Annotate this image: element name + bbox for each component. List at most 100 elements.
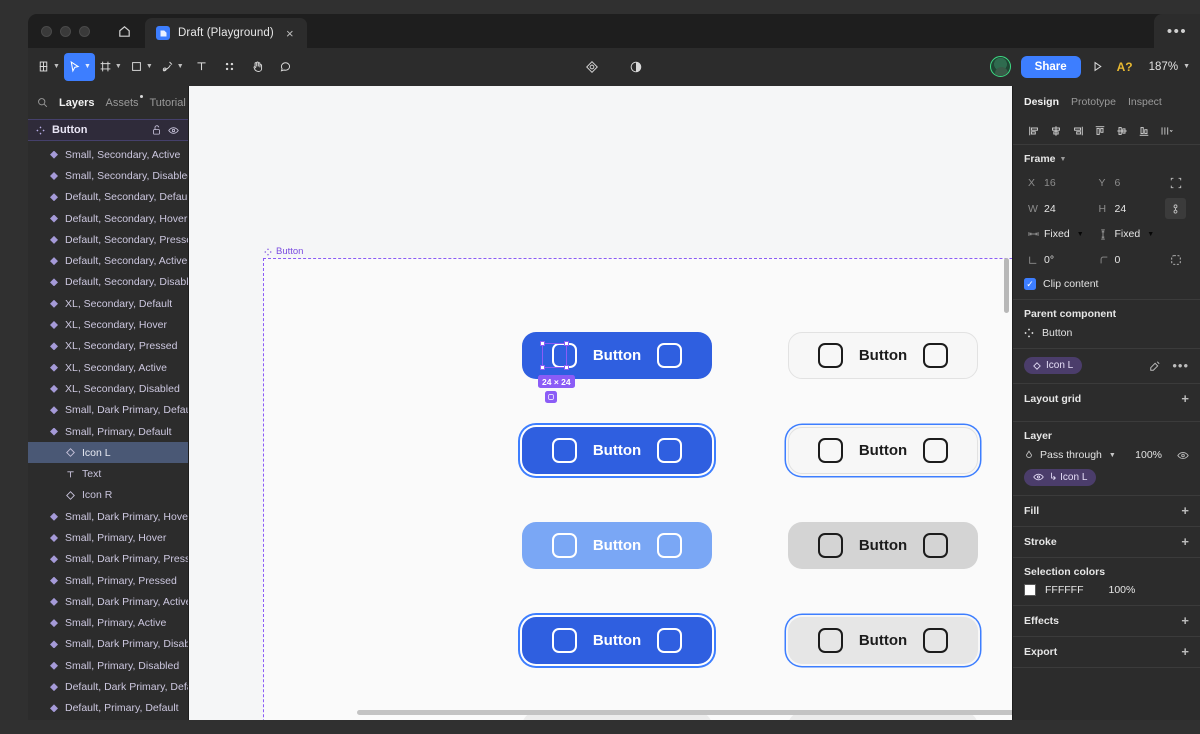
tab-draft-playground[interactable]: Draft (Playground) ×	[145, 18, 307, 48]
canvas-button-variant[interactable]: Button	[788, 617, 978, 664]
vertical-resizing-dropdown[interactable]: Fixed ▼	[1095, 224, 1162, 244]
present-play-icon[interactable]	[1091, 60, 1104, 73]
independent-corners-icon[interactable]	[1165, 249, 1186, 270]
frame-name-label[interactable]: Button	[264, 246, 303, 257]
layer-row[interactable]: Default, Secondary, Active	[28, 250, 188, 271]
layer-row[interactable]: Small, Secondary, Disabled	[28, 165, 188, 186]
close-window-button[interactable]	[41, 25, 52, 37]
add-stroke-button[interactable]: +	[1181, 534, 1189, 549]
actions-icon[interactable]	[578, 53, 606, 81]
layer-row[interactable]: Small, Dark Primary, Active	[28, 591, 188, 612]
layer-row[interactable]: Small, Secondary, Active	[28, 144, 188, 165]
height-field[interactable]: H 24	[1095, 199, 1162, 219]
frame-tool-button[interactable]: ▼	[95, 53, 126, 81]
ai-assistant-button[interactable]: A?	[1116, 59, 1133, 74]
eye-visible-icon[interactable]	[1177, 451, 1189, 460]
resize-handle-se[interactable]	[564, 365, 569, 370]
canvas-button-variant[interactable]: Button	[788, 522, 978, 569]
layer-row[interactable]: Default, Secondary, Hover	[28, 208, 188, 229]
instance-chip[interactable]: Icon L	[1024, 357, 1083, 374]
eye-visible-icon[interactable]	[168, 126, 179, 135]
more-options-icon[interactable]: •••	[1172, 358, 1189, 373]
layer-row[interactable]: Small, Primary, Hover	[28, 527, 188, 548]
canvas-horizontal-scrollbar[interactable]	[357, 710, 1012, 715]
canvas-button-variant[interactable]: Button	[522, 712, 712, 720]
canvas-button-variant[interactable]: Button	[522, 617, 712, 664]
canvas-button-variant[interactable]: Button	[788, 712, 978, 720]
minimize-window-button[interactable]	[60, 25, 71, 37]
resize-handle-nw[interactable]	[540, 341, 545, 346]
tab-assets[interactable]: Assets	[105, 94, 143, 109]
share-button[interactable]: Share	[1020, 55, 1081, 78]
text-tool-button[interactable]	[188, 53, 216, 81]
blend-mode-value[interactable]: Pass through	[1040, 449, 1102, 461]
search-icon[interactable]	[37, 97, 48, 108]
maximize-window-button[interactable]	[79, 25, 90, 37]
layer-row[interactable]: Icon L	[28, 442, 188, 464]
move-tool-button[interactable]: ▼	[63, 52, 95, 81]
close-icon[interactable]: ×	[285, 25, 294, 41]
shape-tool-button[interactable]: ▼	[126, 53, 157, 81]
layer-row[interactable]: Small, Primary, Default	[28, 421, 188, 442]
unlocked-padlock-icon[interactable]	[152, 125, 161, 135]
hand-tool-button[interactable]	[244, 53, 272, 81]
resize-to-fit-icon[interactable]	[1165, 172, 1186, 193]
resize-handle-sw[interactable]	[540, 365, 545, 370]
layer-row[interactable]: Default, Secondary, Disabled	[28, 272, 188, 293]
applied-layer-chip[interactable]: ↳ Icon L	[1024, 468, 1097, 486]
add-layout-grid-button[interactable]: +	[1181, 391, 1189, 406]
tab-prototype[interactable]: Prototype	[1071, 96, 1116, 108]
tab-inspect[interactable]: Inspect	[1127, 96, 1162, 108]
tab-layers[interactable]: Layers	[59, 96, 95, 109]
layer-row[interactable]: XL, Secondary, Hover	[28, 314, 188, 335]
add-export-button[interactable]: +	[1181, 644, 1189, 659]
horizontal-resizing-dropdown[interactable]: Fixed ▼	[1024, 224, 1091, 244]
layer-row[interactable]: Default, Secondary, Pressed	[28, 229, 188, 250]
layer-row[interactable]: Icon R	[28, 485, 188, 506]
add-fill-button[interactable]: +	[1181, 503, 1189, 518]
layer-row[interactable]: Small, Primary, Disabled	[28, 655, 188, 676]
align-horizontal-center-icon[interactable]	[1045, 120, 1067, 142]
canvas-vertical-scrollbar[interactable]	[1004, 258, 1009, 313]
main-menu-button[interactable]: ▼	[33, 53, 64, 81]
zoom-level-dropdown[interactable]: 187% ▼	[1146, 61, 1193, 73]
comment-tool-button[interactable]	[272, 53, 300, 81]
page-row-button[interactable]: Button	[28, 119, 188, 141]
rotation-field[interactable]: 0°	[1024, 250, 1091, 270]
chevron-down-icon[interactable]: ▼	[1108, 451, 1116, 459]
pen-tool-button[interactable]: ▼	[157, 53, 188, 81]
layer-row[interactable]: Small, Dark Primary, Default	[28, 400, 188, 421]
add-effect-button[interactable]: +	[1181, 613, 1189, 628]
distribute-icon[interactable]	[1155, 120, 1177, 142]
home-icon[interactable]	[103, 14, 145, 48]
swap-instance-icon[interactable]	[1149, 359, 1162, 372]
align-right-icon[interactable]	[1067, 120, 1089, 142]
canvas-button-variant[interactable]: Button	[788, 427, 978, 474]
layer-row[interactable]: XL, Secondary, Pressed	[28, 336, 188, 357]
parent-component-row[interactable]: Button	[1024, 327, 1189, 339]
layer-row[interactable]: Default, Primary, Default	[28, 698, 188, 719]
align-vertical-center-icon[interactable]	[1111, 120, 1133, 142]
layer-row[interactable]: Text	[28, 463, 188, 484]
layer-row[interactable]: XL, Secondary, Active	[28, 357, 188, 378]
canvas-button-variant[interactable]: Button	[522, 427, 712, 474]
clip-content-row[interactable]: ✓ Clip content	[1024, 278, 1189, 290]
layer-row[interactable]: Default, Secondary, Default	[28, 187, 188, 208]
dev-mode-icon[interactable]	[622, 53, 650, 81]
layer-row[interactable]: Small, Dark Primary, Hover	[28, 506, 188, 527]
constrain-proportions-icon[interactable]	[1165, 198, 1186, 219]
clip-content-checkbox[interactable]: ✓	[1024, 278, 1036, 290]
layer-row[interactable]: Small, Dark Primary, Disabled	[28, 634, 188, 655]
align-bottom-icon[interactable]	[1133, 120, 1155, 142]
chevron-down-icon[interactable]: ▼	[1059, 155, 1067, 163]
layer-row[interactable]: XL, Secondary, Disabled	[28, 378, 188, 399]
plugins-grid-icon[interactable]	[216, 53, 244, 81]
selection-color-row[interactable]: FFFFFF 100%	[1024, 584, 1189, 596]
layer-row[interactable]: Small, Primary, Active	[28, 613, 188, 634]
layer-row[interactable]: Default, Dark Primary, Default	[28, 676, 188, 697]
width-field[interactable]: W 24	[1024, 199, 1091, 219]
layer-row[interactable]: Small, Primary, Pressed	[28, 570, 188, 591]
canvas-button-variant[interactable]: Button	[522, 522, 712, 569]
y-field[interactable]: Y 6	[1095, 173, 1162, 193]
